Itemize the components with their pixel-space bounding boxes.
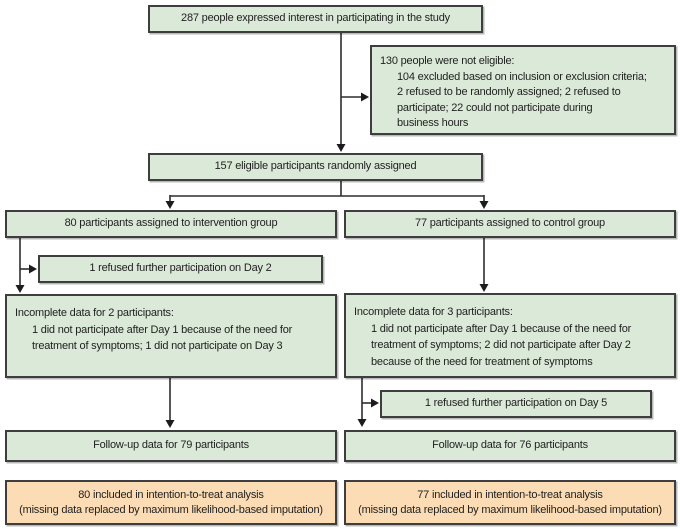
box-not-eligible: 130 people were not eligible: 104 exclud…	[370, 45, 676, 135]
box-refused-day5-text: 1 refused further participation on Day 5	[424, 397, 608, 410]
box-control-group: 77 participants assigned to control grou…	[344, 210, 676, 238]
box-incomplete-intervention-line: 1 did not participate after Day 1 becaus…	[32, 323, 293, 336]
box-not-eligible-line: participate; 22 could not participate du…	[397, 101, 593, 114]
arrow-down-icon	[336, 144, 346, 152]
box-not-eligible-line: 104 excluded based on inclusion or exclu…	[397, 70, 647, 83]
arrow-right-icon	[29, 264, 37, 274]
arrow-down-icon	[479, 284, 489, 292]
box-incomplete-control-line: because of the need for treatment of sym…	[371, 355, 593, 368]
box-incomplete-control-line: treatment of symptoms; 2 did not partici…	[371, 339, 631, 351]
box-itt-control-line1: 77 included in intention-to-treat analys…	[417, 488, 603, 501]
box-incomplete-control-line: 1 did not participate after Day 1 becaus…	[371, 322, 632, 335]
box-incomplete-control-title: Incomplete data for 3 participants:	[354, 306, 513, 318]
connector-control-to-incomplete	[479, 238, 489, 292]
connector-to-refused-day2	[20, 264, 37, 274]
box-followup-intervention: Follow-up data for 79 participants	[5, 430, 337, 462]
arrow-down-icon	[357, 419, 367, 427]
box-intervention-group: 80 participants assigned to intervention…	[5, 210, 337, 238]
box-itt-intervention-line1: 80 included in intention-to-treat analys…	[78, 488, 264, 501]
box-not-eligible-title: 130 people were not eligible:	[380, 55, 515, 67]
arrow-down-icon	[165, 420, 175, 428]
connector-incomplete-to-followup-right	[357, 378, 367, 427]
box-refused-day2: 1 refused further participation on Day 2	[38, 255, 323, 283]
box-incomplete-intervention-title: Incomplete data for 2 participants:	[15, 307, 174, 319]
box-control-text: 77 participants assigned to control grou…	[415, 217, 605, 230]
box-intervention-text: 80 participants assigned to intervention…	[64, 217, 278, 230]
connector-intervention-to-incomplete	[15, 238, 25, 293]
arrow-down-icon	[479, 201, 489, 209]
box-interest: 287 people expressed interest in partici…	[148, 5, 483, 33]
box-itt-control-line2: (missing data replaced by maximum likeli…	[358, 503, 662, 516]
box-followup-control-text: Follow-up data for 76 participants	[432, 439, 588, 452]
connector-to-refused-day5	[362, 398, 379, 408]
connector-to-not-eligible	[341, 92, 369, 102]
box-refused-day5: 1 refused further participation on Day 5	[380, 390, 652, 418]
arrow-down-icon	[15, 285, 25, 293]
box-not-eligible-line: business hours	[397, 117, 469, 129]
arrow-right-icon	[361, 92, 369, 102]
box-itt-intervention-line2: (missing data replaced by maximum likeli…	[19, 503, 323, 516]
box-itt-control: 77 included in intention-to-treat analys…	[344, 480, 676, 525]
box-incomplete-control: Incomplete data for 3 participants: 1 di…	[344, 293, 676, 378]
arrow-right-icon	[371, 398, 379, 408]
box-itt-intervention: 80 included in intention-to-treat analys…	[5, 480, 337, 525]
box-randomized: 157 eligible participants randomly assig…	[148, 153, 483, 181]
box-incomplete-intervention-line: treatment of symptoms; 1 did not partici…	[32, 340, 283, 352]
connector-randomized-split	[165, 181, 489, 209]
connector-incomplete-to-followup-left	[165, 378, 175, 428]
box-refused-day2-text: 1 refused further participation on Day 2	[89, 262, 272, 275]
box-followup-intervention-text: Follow-up data for 79 participants	[93, 439, 249, 452]
box-randomized-text: 157 eligible participants randomly assig…	[214, 160, 417, 173]
box-followup-control: Follow-up data for 76 participants	[344, 430, 676, 462]
box-not-eligible-line: 2 refused to be randomly assigned; 2 ref…	[397, 86, 621, 98]
connector-interest-to-randomized	[336, 33, 346, 152]
arrow-down-icon	[165, 201, 175, 209]
box-interest-text: 287 people expressed interest in partici…	[181, 12, 450, 25]
box-incomplete-intervention: Incomplete data for 2 participants: 1 di…	[5, 294, 337, 378]
